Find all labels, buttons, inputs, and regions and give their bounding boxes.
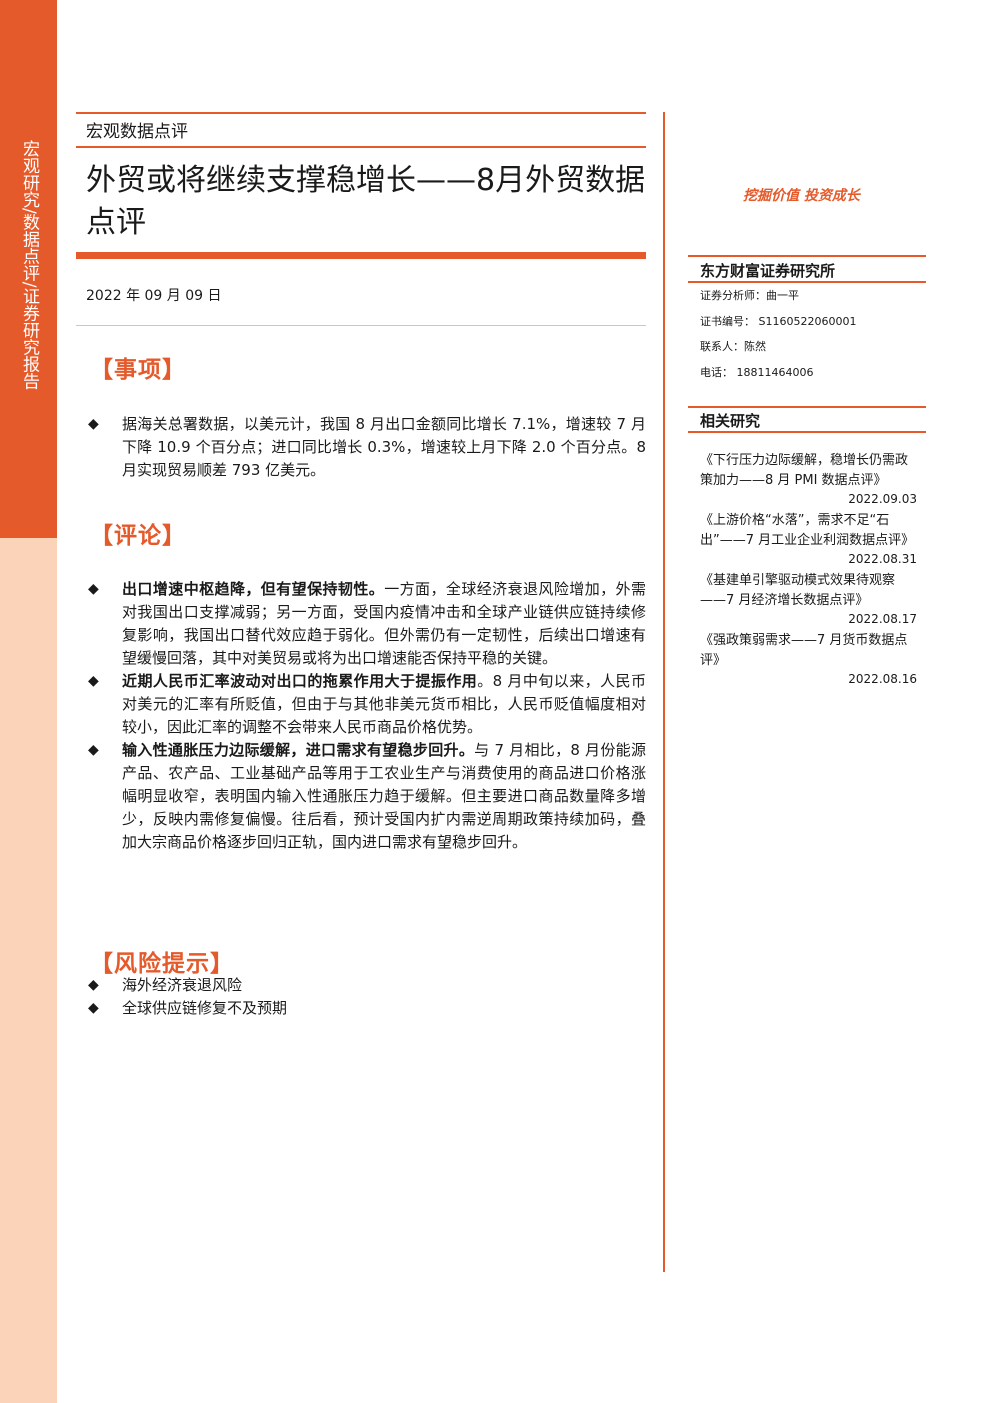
analyst-name: 证券分析师：曲一平 [700,289,799,302]
list-item: ◆出口增速中枢趋降，但有望保持韧性。一方面，全球经济衰退风险增加，外需对我国出口… [88,580,646,667]
related-title[interactable]: 《强政策弱需求——7 月货币数据点评》 [700,633,908,668]
list-item: ◆全球供应链修复不及预期 [86,997,646,1020]
related-date: 2022.08.17 [848,612,917,626]
list-item: ◆输入性通胀压力边际缓解，进口需求有望稳步回升。与 7 月相比，8 月份能源产品… [88,741,646,851]
list-item[interactable]: 《上游价格“水落”，需求不足“石出”——7 月工业企业利润数据点评》 2022.0… [700,511,920,569]
related-research-title: 相关研究 [700,412,761,430]
column-divider [663,112,665,1272]
list-item: ◆海外经济衰退风险 [86,974,646,997]
diamond-bullet-icon: ◆ [88,742,99,758]
firm-rule-bottom [688,281,926,283]
related-date: 2022.08.31 [848,552,917,566]
comment-bullets: ◆出口增速中枢趋降，但有望保持韧性。一方面，全球经济衰退风险增加，外需对我国出口… [86,578,646,854]
related-date: 2022.08.16 [848,672,917,686]
list-item[interactable]: 《强政策弱需求——7 月货币数据点评》 2022.08.16 [700,631,920,689]
sidebar-category-text: 宏观研究/数据点评/证券研究报告 [19,140,39,390]
firm-name: 东方财富证券研究所 [700,262,836,280]
sidebar-band [0,0,57,538]
diamond-bullet-icon: ◆ [88,977,99,993]
diamond-bullet-icon: ◆ [88,673,99,689]
category-rule [76,146,646,148]
contact-phone: 电话： 18811464006 [700,366,814,379]
header-top-rule [76,112,646,114]
list-item: ◆据海关总署数据，以美元计，我国 8 月出口金额同比增长 7.1%，增速较 7 … [88,415,646,479]
related-research-list: 《下行压力边际缓解，稳增长仍需政策加力——8 月 PMI 数据点评》 2022.0… [700,451,920,691]
related-title[interactable]: 《上游价格“水落”，需求不足“石出”——7 月工业企业利润数据点评》 [700,513,915,548]
related-rule-bottom [688,431,926,433]
related-title[interactable]: 《下行压力边际缓解，稳增长仍需政策加力——8 月 PMI 数据点评》 [700,453,909,488]
matter-bullets: ◆据海关总署数据，以美元计，我国 8 月出口金额同比增长 7.1%，增速较 7 … [86,413,646,482]
list-item[interactable]: 《下行压力边际缓解，稳增长仍需政策加力——8 月 PMI 数据点评》 2022.0… [700,451,920,509]
report-category: 宏观数据点评 [86,122,188,142]
sidebar-band-light [0,538,57,1403]
date-rule [76,325,646,326]
title-rule [76,252,646,259]
related-rule-top [688,406,926,408]
section-heading-comment: 【评论】 [90,523,186,549]
section-heading-matter: 【事项】 [90,357,186,383]
related-date: 2022.09.03 [848,492,917,506]
diamond-bullet-icon: ◆ [88,1000,99,1016]
diamond-bullet-icon: ◆ [88,581,99,597]
firm-rule-top [688,255,926,257]
firm-slogan: 挖掘价值 投资成长 [743,188,860,204]
report-title: 外贸或将继续支撑稳增长——8月外贸数据点评 [86,163,646,240]
contact-name: 联系人：陈然 [700,340,766,353]
list-item[interactable]: 《基建单引擎驱动模式效果待观察——7 月经济增长数据点评》 2022.08.17 [700,571,920,629]
section-heading-risk: 【风险提示】 [90,951,234,977]
diamond-bullet-icon: ◆ [88,416,99,432]
list-item: ◆近期人民币汇率波动对出口的拖累作用大于提振作用。8 月中旬以来，人民币对美元的… [88,672,646,736]
related-title[interactable]: 《基建单引擎驱动模式效果待观察——7 月经济增长数据点评》 [700,573,896,608]
certificate-number: 证书编号： S1160522060001 [700,315,857,328]
risk-bullets: ◆海外经济衰退风险 ◆全球供应链修复不及预期 [86,974,646,1020]
report-date: 2022 年 09 月 09 日 [86,288,222,304]
